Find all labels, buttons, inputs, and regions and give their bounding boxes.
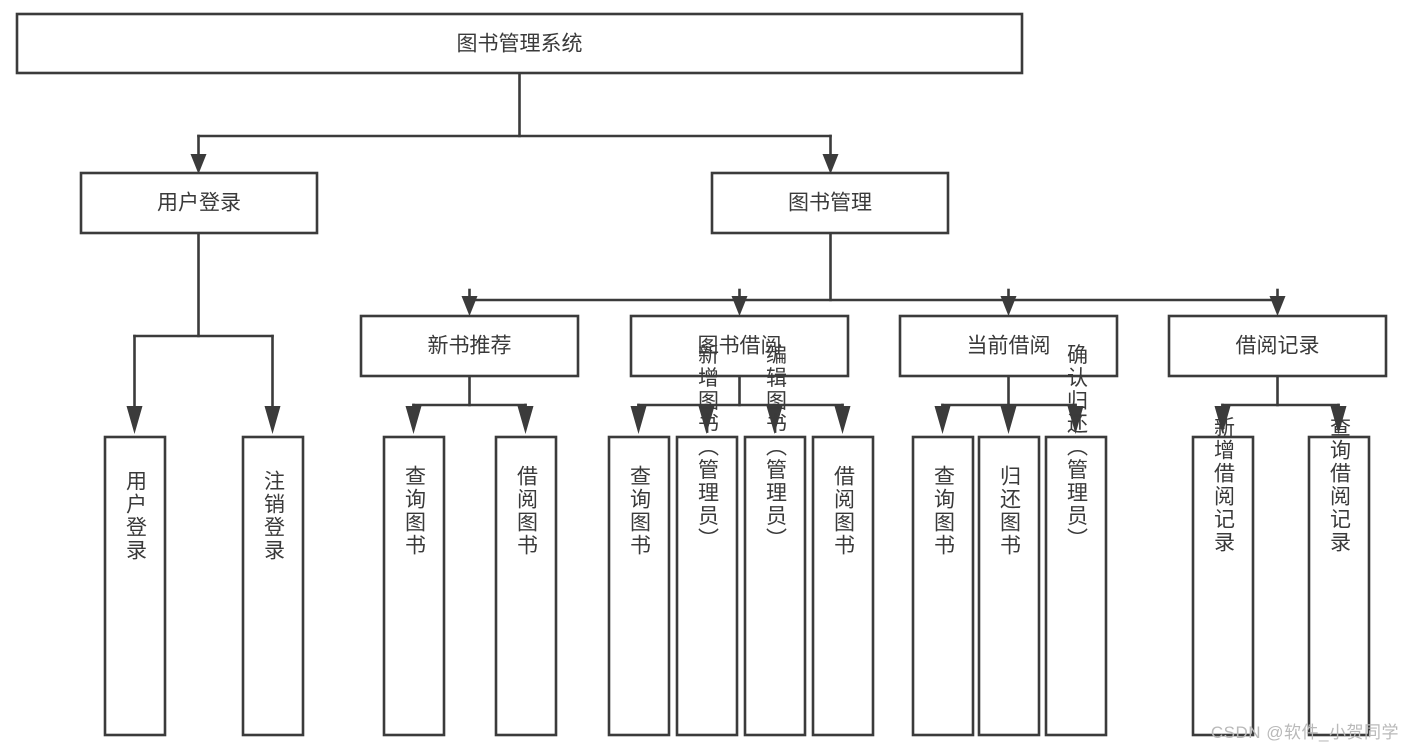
leaf-current-borrow-2-label: 归还图书 xyxy=(998,465,1022,557)
node-current-borrow-box[interactable] xyxy=(898,314,1119,378)
node-book-borrow[interactable]: 图书借阅 xyxy=(629,314,850,378)
leaf-current-borrow-2[interactable]: 归还图书 xyxy=(977,435,1041,737)
leaf-book-borrow-1-box[interactable] xyxy=(607,435,671,737)
leaf-book-borrow-2[interactable]: 新增图书（管理员） xyxy=(675,344,739,737)
leaf-new-book-2-box[interactable] xyxy=(494,435,558,737)
node-borrow-records[interactable]: 借阅记录 xyxy=(1167,314,1388,378)
node-current-borrow[interactable]: 当前借阅 xyxy=(898,314,1119,378)
node-book-management-box[interactable] xyxy=(710,171,950,235)
arrow-book-borrow-leaf-3 xyxy=(766,406,783,434)
arrow-current-borrow-leaf-1 xyxy=(934,406,951,434)
leaf-borrow-records-1[interactable]: 新增借阅记录 xyxy=(1191,416,1255,737)
leaf-current-borrow-1-label: 查询图书 xyxy=(932,465,956,557)
arrow-to-book-borrow xyxy=(731,296,748,316)
node-user-login-box[interactable] xyxy=(79,171,319,235)
leaf-book-borrow-2-label: 新增图书（管理员） xyxy=(696,344,720,551)
connector-layer xyxy=(126,71,1347,434)
leaf-user-login-1-label: 用户登录 xyxy=(124,470,148,562)
leaf-user-login-1-box[interactable] xyxy=(103,435,167,737)
arrow-new-book-leaf-2 xyxy=(517,406,534,434)
leaf-current-borrow-3-label: 确认归还（管理员） xyxy=(1065,344,1089,551)
arrow-current-borrow-leaf-2 xyxy=(1000,406,1017,434)
leaf-borrow-records-1-label: 新增借阅记录 xyxy=(1212,416,1236,554)
arrow-book-borrow-leaf-4 xyxy=(834,406,851,434)
arrow-to-current-borrow xyxy=(1000,296,1017,316)
leaf-book-borrow-2-box[interactable] xyxy=(675,435,739,737)
node-book-management[interactable]: 图书管理 xyxy=(710,171,950,235)
leaf-new-book-1-label: 查询图书 xyxy=(403,465,427,557)
leaf-book-borrow-4-label: 借阅图书 xyxy=(832,465,856,557)
node-root-book-management-system[interactable]: 图书管理系统 xyxy=(15,12,1024,75)
leaf-book-borrow-3-label: 编辑图书（管理员） xyxy=(764,344,788,551)
node-book-management-label: 图书管理 xyxy=(788,192,872,215)
arrow-to-user-login xyxy=(190,154,207,174)
arrow-book-borrow-leaf-2 xyxy=(698,406,715,434)
leaf-book-borrow-3[interactable]: 编辑图书（管理员） xyxy=(743,344,807,737)
node-user-login[interactable]: 用户登录 xyxy=(79,171,319,235)
arrow-borrow-records-leaf-2 xyxy=(1330,406,1347,434)
arrow-new-book-leaf-1 xyxy=(405,406,422,434)
leaf-borrow-records-2-label: 查询借阅记录 xyxy=(1328,416,1352,554)
leaf-new-book-1[interactable]: 查询图书 xyxy=(382,435,446,737)
leaf-current-borrow-1-box[interactable] xyxy=(911,435,975,737)
node-borrow-records-label: 借阅记录 xyxy=(1236,335,1320,358)
leaf-new-book-2[interactable]: 借阅图书 xyxy=(494,435,558,737)
leaf-book-borrow-3-box[interactable] xyxy=(743,435,807,737)
leaf-new-book-2-label: 借阅图书 xyxy=(515,465,539,557)
node-root-box[interactable] xyxy=(15,12,1024,75)
node-user-login-label: 用户登录 xyxy=(157,192,241,215)
arrow-user-login-leaf-2 xyxy=(264,406,281,434)
node-borrow-records-box[interactable] xyxy=(1167,314,1388,378)
arrow-to-borrow-records xyxy=(1269,296,1286,316)
leaf-user-login-1[interactable]: 用户登录 xyxy=(103,435,167,737)
arrow-to-book-mgmt xyxy=(822,154,839,174)
leaf-current-borrow-1[interactable]: 查询图书 xyxy=(911,435,975,737)
node-new-book-recommend-label: 新书推荐 xyxy=(428,335,512,358)
leaf-book-borrow-1[interactable]: 查询图书 xyxy=(607,435,671,737)
node-new-book-recommend[interactable]: 新书推荐 xyxy=(359,314,580,378)
node-book-borrow-label: 图书借阅 xyxy=(698,335,782,358)
arrow-borrow-records-leaf-1 xyxy=(1214,406,1231,434)
arrow-user-login-leaf-1 xyxy=(126,406,143,434)
node-book-borrow-box[interactable] xyxy=(629,314,850,378)
leaf-book-borrow-1-label: 查询图书 xyxy=(628,465,652,557)
leaf-borrow-records-2-box[interactable] xyxy=(1307,435,1371,737)
node-new-book-recommend-box[interactable] xyxy=(359,314,580,378)
leaf-borrow-records-1-box[interactable] xyxy=(1191,435,1255,737)
leaf-current-borrow-3[interactable]: 确认归还（管理员） xyxy=(1044,344,1108,737)
leaf-current-borrow-3-box[interactable] xyxy=(1044,435,1108,737)
leaf-user-login-2[interactable]: 注销登录 xyxy=(241,435,305,737)
leaf-current-borrow-2-box[interactable] xyxy=(977,435,1041,737)
arrow-to-new-book xyxy=(461,296,478,316)
leaf-new-book-1-box[interactable] xyxy=(382,435,446,737)
arrow-current-borrow-leaf-3 xyxy=(1067,406,1084,434)
arrow-book-borrow-leaf-1 xyxy=(630,406,647,434)
leaf-book-borrow-4-box[interactable] xyxy=(811,435,875,737)
node-root-label: 图书管理系统 xyxy=(457,33,583,56)
leaf-user-login-2-label: 注销登录 xyxy=(262,470,286,562)
leaf-book-borrow-4[interactable]: 借阅图书 xyxy=(811,435,875,737)
leaf-user-login-2-box[interactable] xyxy=(241,435,305,737)
leaf-borrow-records-2[interactable]: 查询借阅记录 xyxy=(1307,416,1371,737)
node-current-borrow-label: 当前借阅 xyxy=(967,335,1051,358)
